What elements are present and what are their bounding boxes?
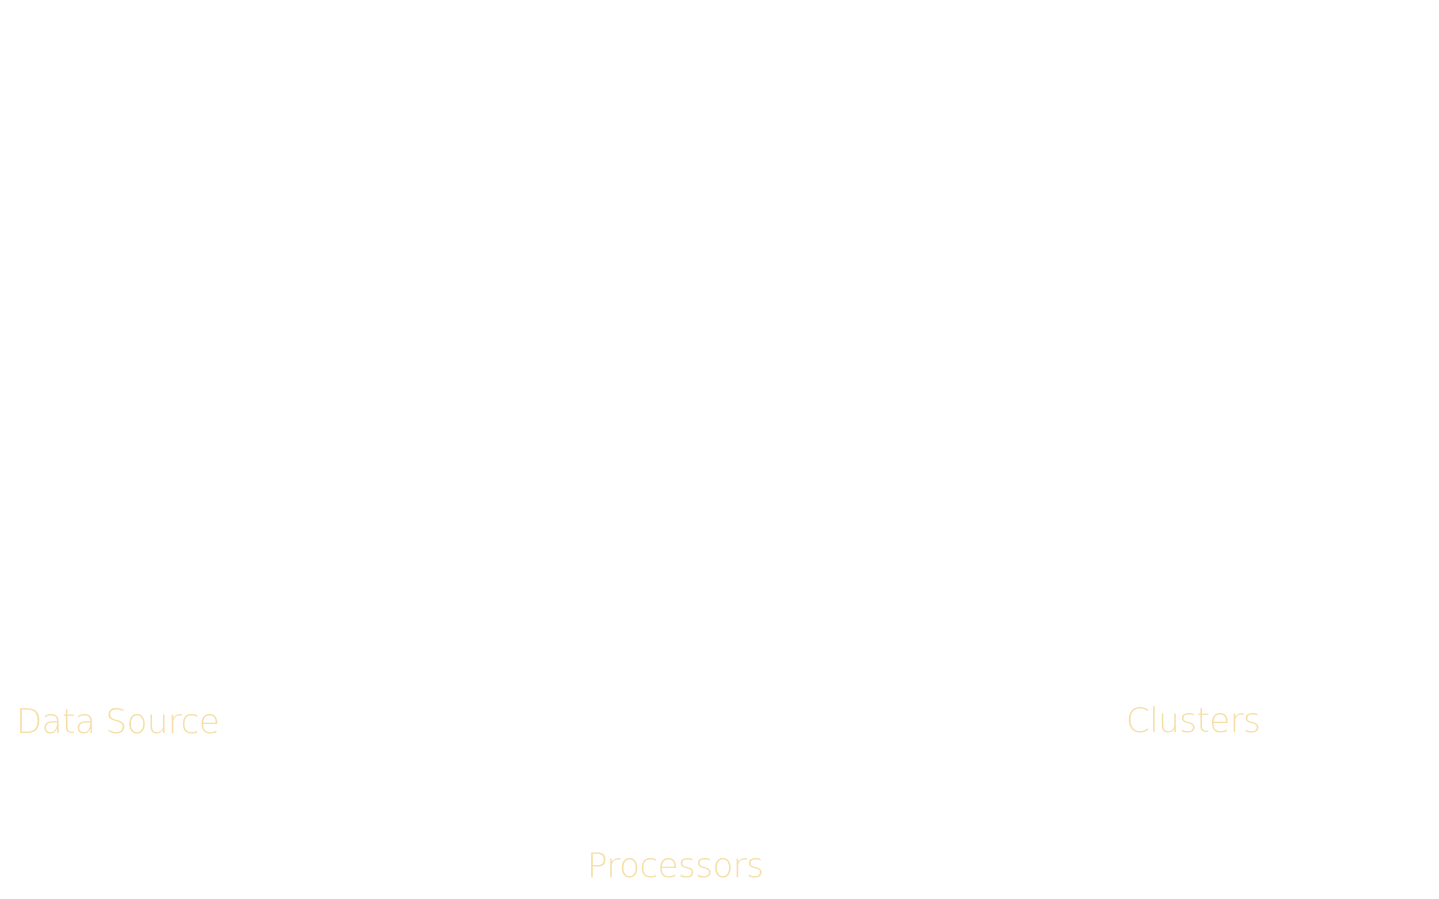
data-source-label: Data Source bbox=[16, 702, 220, 742]
clusters-label: Clusters bbox=[1126, 701, 1261, 741]
processors-label: Processors bbox=[587, 846, 764, 886]
